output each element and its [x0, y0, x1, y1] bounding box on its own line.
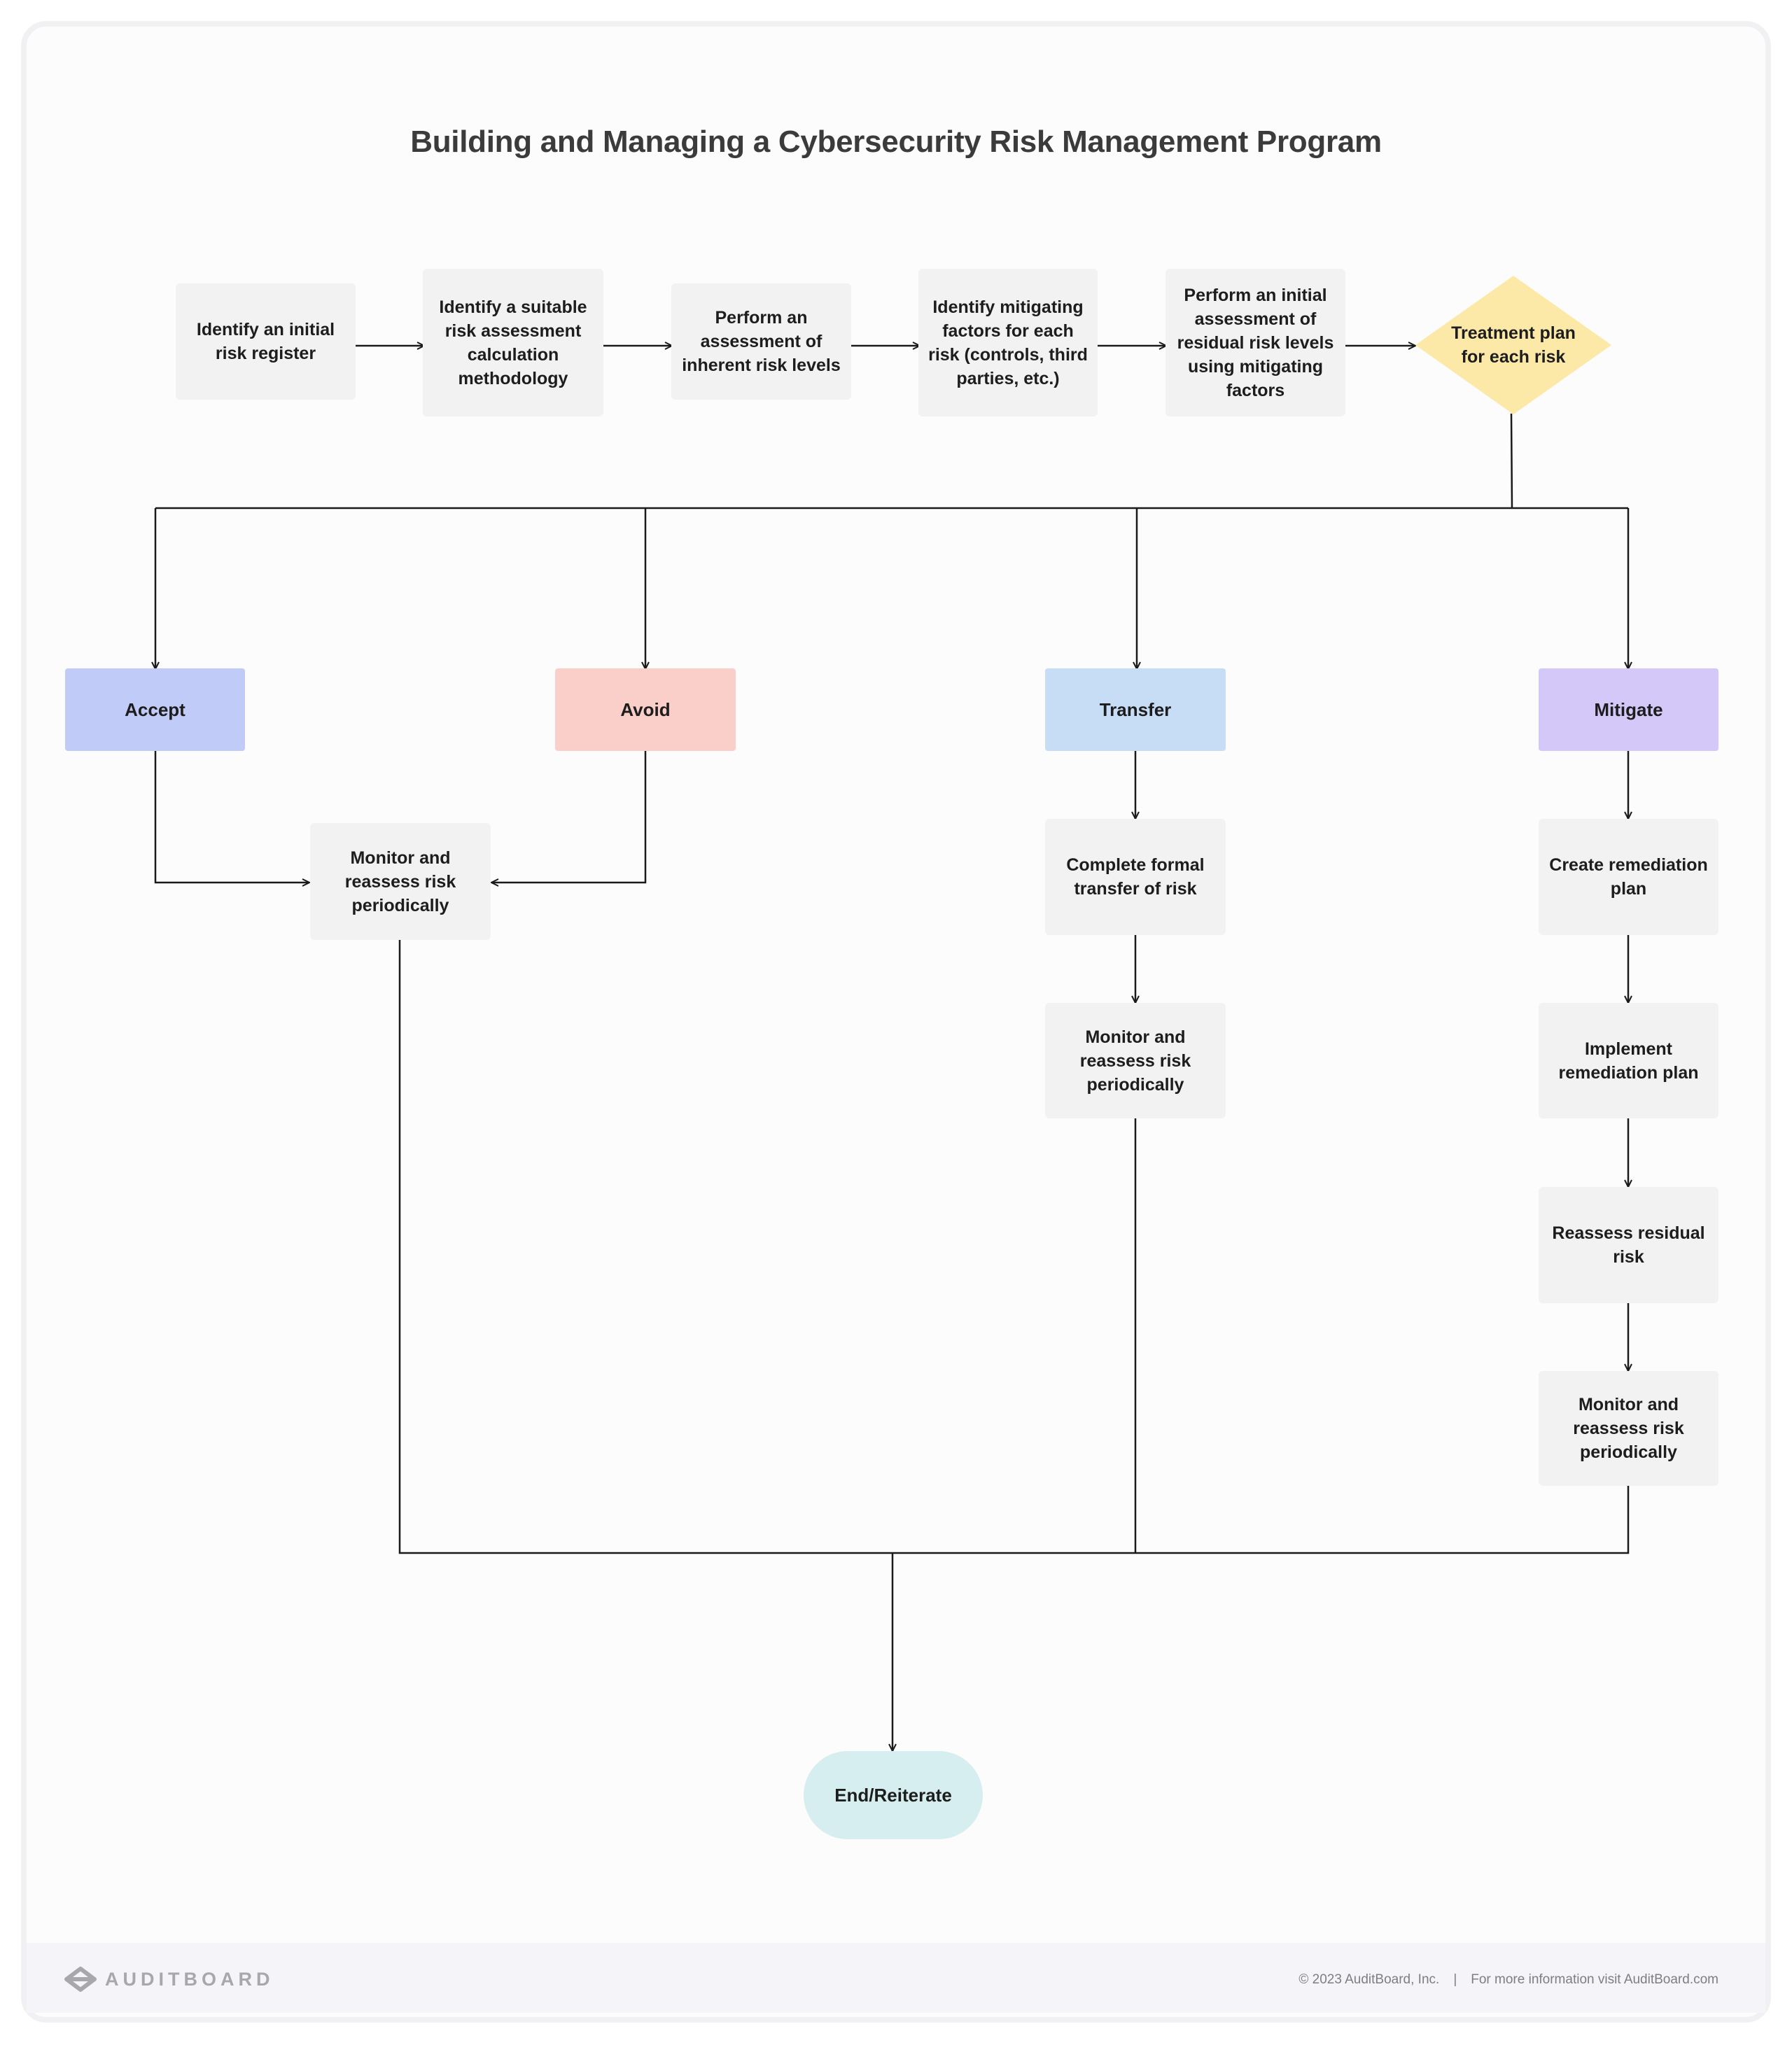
- step-assess-residual-risk: Perform an initial assessment of residua…: [1166, 269, 1345, 416]
- decision-label: Treatment plan for each risk: [1451, 323, 1576, 367]
- step-complete-transfer: Complete formal transfer of risk: [1045, 819, 1226, 935]
- auditboard-logo: AUDITBOARD: [64, 1965, 274, 1993]
- step-identify-methodology: Identify a suitable risk assessment calc…: [423, 269, 603, 416]
- footer-text: © 2023 AuditBoard, Inc. | For more informa…: [1298, 1972, 1718, 1988]
- step-create-remediation: Create remediation plan: [1539, 819, 1718, 935]
- page-title: Building and Managing a Cybersecurity Ri…: [410, 125, 1382, 159]
- category-accept: Accept: [65, 668, 245, 751]
- decision-diamond-shape: [1415, 276, 1611, 414]
- category-transfer: Transfer: [1045, 668, 1226, 751]
- step-assess-inherent-risk: Perform an assessment of inherent risk l…: [671, 283, 851, 400]
- step-monitor-mitigate: Monitor and reassess risk periodically: [1539, 1371, 1718, 1486]
- footer-bar: [27, 1943, 1765, 2013]
- footer-separator: |: [1453, 1972, 1457, 1987]
- decision-trunk: [1510, 413, 1513, 509]
- step-identify-mitigating-factors: Identify mitigating factors for each ris…: [918, 269, 1098, 416]
- return-left: [398, 940, 1630, 1554]
- arrow-accept-monitor: [154, 751, 309, 883]
- end-reiterate: End/Reiterate: [804, 1751, 983, 1839]
- category-mitigate: Mitigate: [1539, 668, 1718, 751]
- step-monitor-accept-avoid: Monitor and reassess risk periodically: [310, 823, 491, 940]
- copyright: © 2023 AuditBoard, Inc.: [1298, 1972, 1440, 1987]
- auditboard-logo-icon: [64, 1967, 97, 1992]
- step-identify-risk-register: Identify an initial risk register: [176, 283, 356, 400]
- arrow-avoid-monitor: [491, 751, 647, 883]
- brand-name: AUDITBOARD: [105, 1968, 274, 1990]
- step-reassess-residual: Reassess residual risk: [1539, 1187, 1718, 1303]
- step-implement-remediation: Implement remediation plan: [1539, 1003, 1718, 1118]
- more-info-link[interactable]: For more information visit AuditBoard.co…: [1471, 1972, 1718, 1987]
- step-monitor-transfer: Monitor and reassess risk periodically: [1045, 1003, 1226, 1118]
- decision-treatment-plan: Treatment plan for each risk: [1415, 276, 1611, 414]
- category-avoid: Avoid: [555, 668, 736, 751]
